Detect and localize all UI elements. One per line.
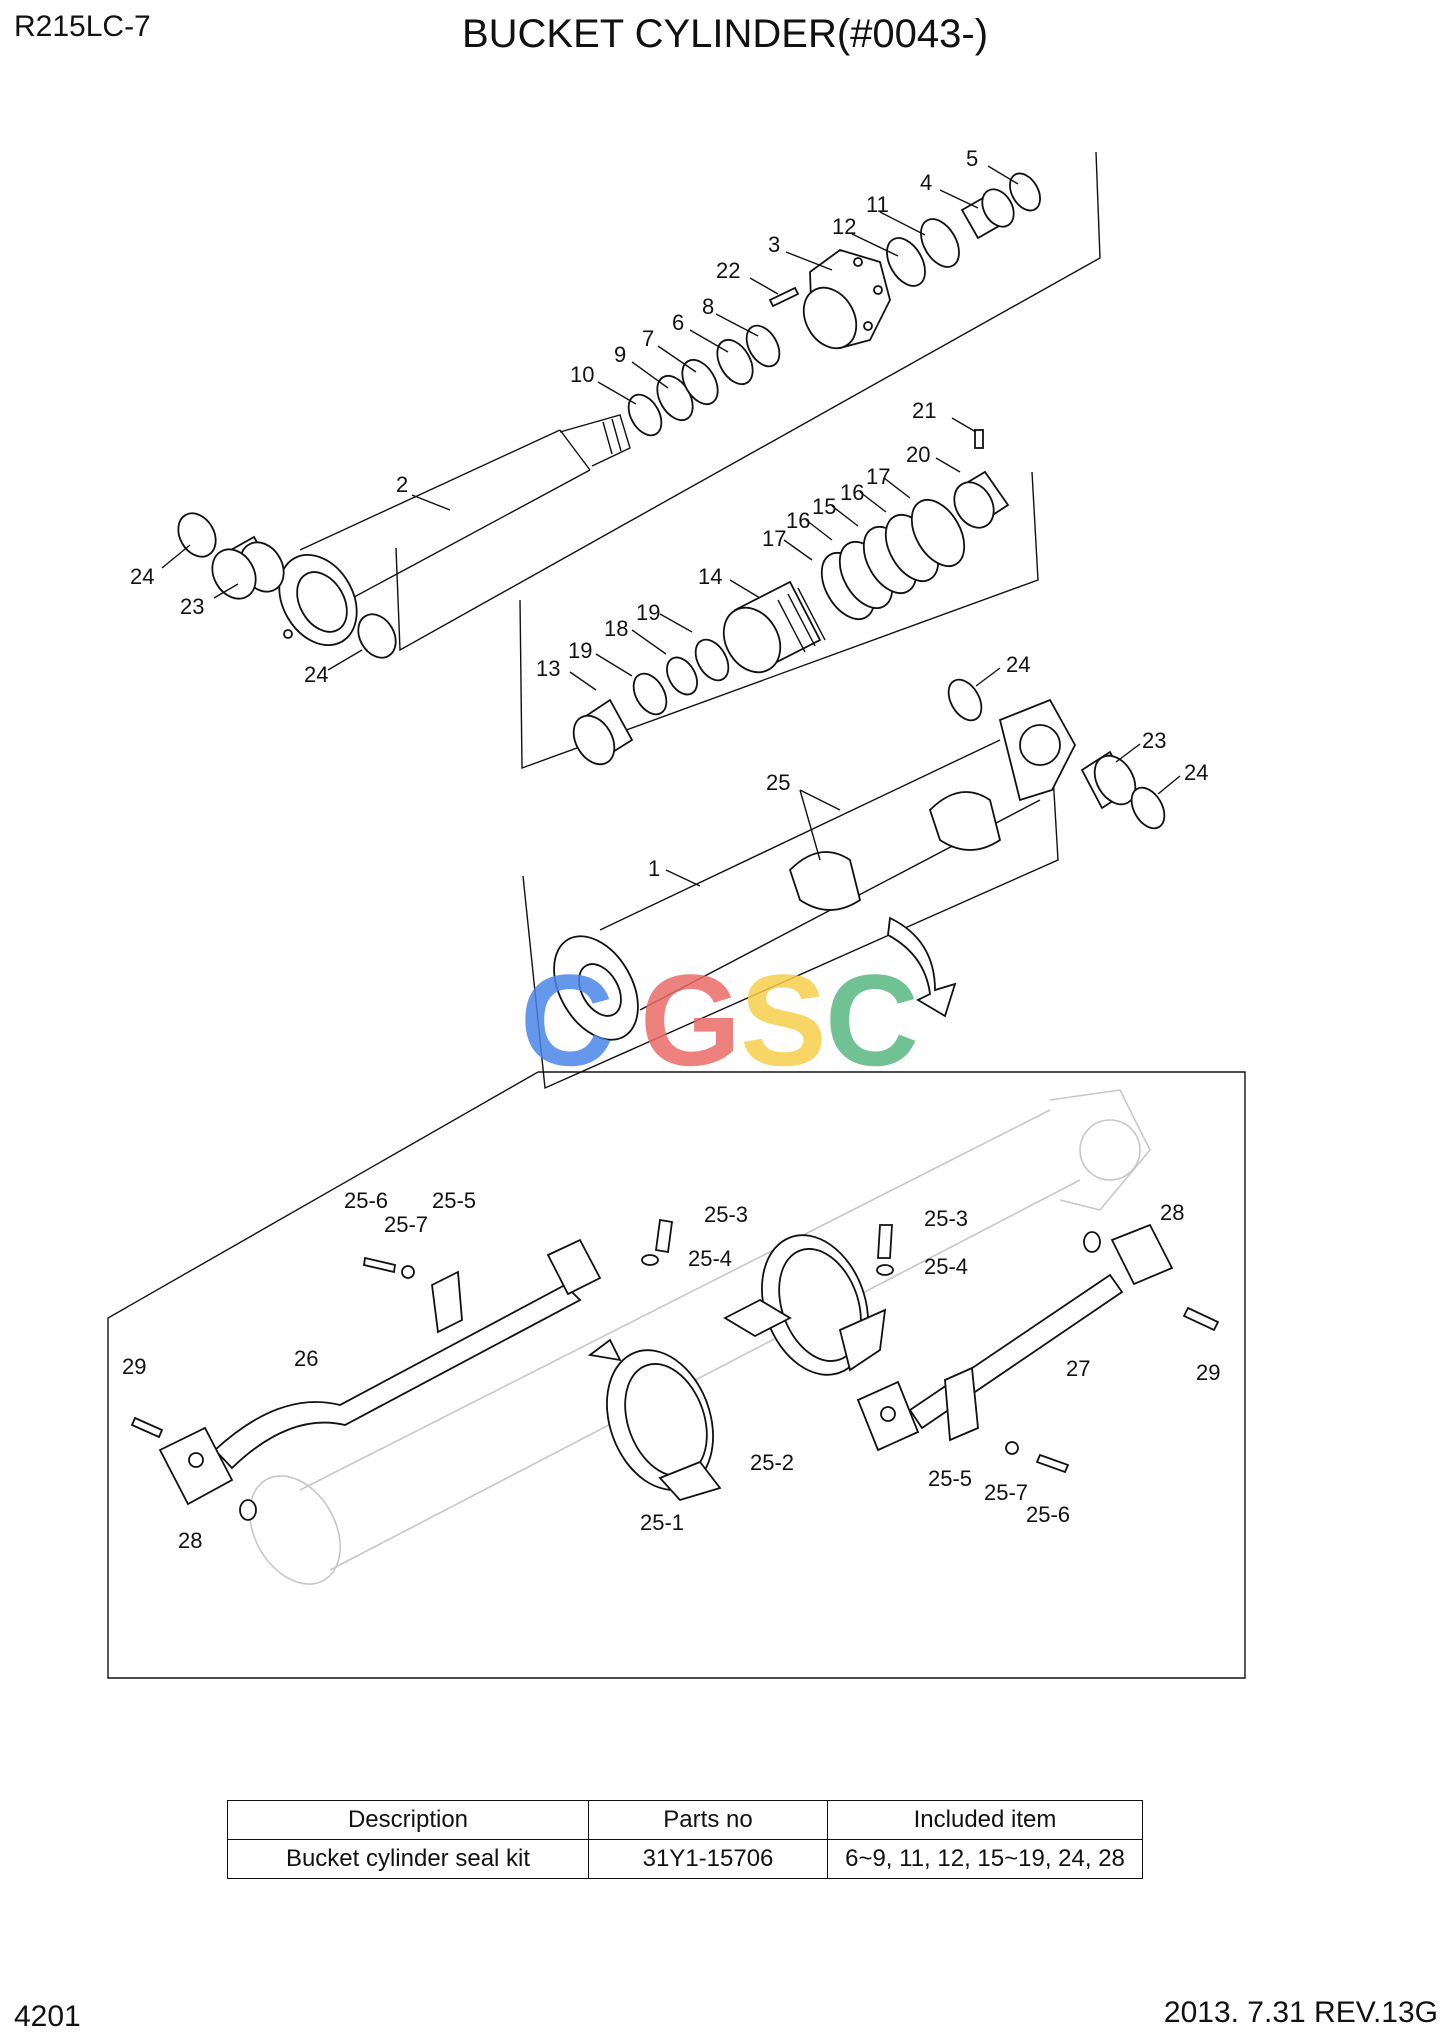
callout-19: 19 <box>636 600 660 625</box>
revision-date: 2013. 7.31 REV.13G <box>1163 1996 1438 2029</box>
clamp-upper <box>723 1234 887 1376</box>
callout-17: 17 <box>866 464 890 489</box>
callout-25: 25 <box>766 770 790 795</box>
piston-seals <box>632 499 966 716</box>
callout-23: 23 <box>180 594 204 619</box>
callout-24: 24 <box>130 564 154 589</box>
callout-14: 14 <box>698 564 722 589</box>
callout-22: 22 <box>716 258 740 283</box>
callout-8: 8 <box>702 294 714 319</box>
callout-13: 13 <box>536 656 560 681</box>
callout-25-5: 25-5 <box>928 1466 972 1491</box>
brackets-25-5 <box>431 1270 979 1442</box>
direction-arrow <box>887 916 957 1018</box>
column-header: Description <box>227 1800 589 1840</box>
callout-7: 7 <box>642 326 654 351</box>
watermark-letter: G <box>640 947 741 1093</box>
callout-23: 23 <box>1142 728 1166 753</box>
watermark-letter: S <box>740 947 827 1093</box>
callout-25-7: 25-7 <box>384 1212 428 1237</box>
callout-29: 29 <box>1196 1360 1220 1385</box>
ghost-cylinder <box>249 1089 1151 1585</box>
callout-4: 4 <box>920 170 932 195</box>
piston-nut-and-setscrew <box>953 429 1010 529</box>
callout-18: 18 <box>604 616 628 641</box>
cushion-sleeve <box>572 698 634 766</box>
callout-25-5: 25-5 <box>432 1188 476 1213</box>
page-title: BUCKET CYLINDER(#0043-) <box>461 12 989 56</box>
callout-1: 1 <box>648 856 660 881</box>
table-cell: 31Y1-15706 <box>588 1839 828 1879</box>
callout-26: 26 <box>294 1346 318 1371</box>
barrel-rings-and-bushing <box>947 678 1166 830</box>
table-row: Bucket cylinder seal kit 31Y1-15706 6~9,… <box>227 1839 1143 1879</box>
callout-17: 17 <box>762 526 786 551</box>
callout-24: 24 <box>304 662 328 687</box>
callout-5: 5 <box>966 146 978 171</box>
callout-25-7: 25-7 <box>984 1480 1028 1505</box>
callout-25-4: 25-4 <box>688 1246 732 1271</box>
clamp-25-2 <box>587 1338 722 1502</box>
rod-bushing-and-rings <box>177 512 397 659</box>
callout-20: 20 <box>906 442 930 467</box>
callout-16: 16 <box>840 480 864 505</box>
line-detail-panel <box>107 1071 1246 1679</box>
callout-25-6: 25-6 <box>344 1188 388 1213</box>
callout-9: 9 <box>614 342 626 367</box>
seal-kit-table: Description Parts no Included item Bucke… <box>227 1800 1143 1879</box>
callout-3: 3 <box>768 232 780 257</box>
tube-part <box>553 698 1077 1041</box>
callout-11: 11 <box>866 192 889 217</box>
table-cell: Bucket cylinder seal kit <box>227 1839 589 1879</box>
column-header: Included item <box>827 1800 1143 1840</box>
table-header-row: Description Parts no Included item <box>227 1800 1143 1840</box>
callout-25-3: 25-3 <box>704 1202 748 1227</box>
pipe-26 <box>158 1238 602 1521</box>
callout-25-6: 25-6 <box>1026 1502 1070 1527</box>
rod-group-panel <box>177 151 1101 659</box>
watermark-logo: C G S C <box>520 947 919 1093</box>
table-cell: 6~9, 11, 12, 15~19, 24, 28 <box>827 1839 1143 1879</box>
callout-28: 28 <box>178 1528 202 1553</box>
piston-part <box>722 580 826 674</box>
callout-29: 29 <box>122 1354 146 1379</box>
callout-24: 24 <box>1006 652 1030 677</box>
watermark-letter: C <box>825 947 919 1093</box>
callout-19: 19 <box>568 638 592 663</box>
callout-16: 16 <box>786 508 810 533</box>
leader-lines <box>161 165 1181 887</box>
bolts-and-washers <box>130 1218 1220 1474</box>
model-code: R215LC-7 <box>14 10 151 43</box>
column-header: Parts no <box>588 1800 828 1840</box>
page-number: 4201 <box>14 2000 81 2033</box>
rod-cover <box>768 249 891 350</box>
callout-24: 24 <box>1184 760 1208 785</box>
callout-21: 21 <box>912 398 936 423</box>
callout-15: 15 <box>812 494 836 519</box>
piston-group-panel <box>519 429 1039 769</box>
callout-25-4: 25-4 <box>924 1254 968 1279</box>
pipe-27 <box>856 1223 1174 1452</box>
callout-28: 28 <box>1160 1200 1184 1225</box>
callout-10: 10 <box>570 362 594 387</box>
barrel-group-panel <box>522 678 1166 1090</box>
callout-25-3: 25-3 <box>924 1206 968 1231</box>
callout-2: 2 <box>396 472 408 497</box>
callout-25-2: 25-2 <box>750 1450 794 1475</box>
callout-6: 6 <box>672 310 684 335</box>
callout-25-1: 25-1 <box>640 1510 684 1535</box>
rod-part <box>278 414 631 647</box>
callout-27: 27 <box>1066 1356 1090 1381</box>
callout-labels: 5 4 11 12 3 22 8 6 7 9 10 2 24 23 24 21 … <box>122 146 1220 1553</box>
callout-12: 12 <box>832 214 856 239</box>
rod-cover-rings <box>886 172 1041 287</box>
watermark-letter: C <box>520 947 614 1093</box>
